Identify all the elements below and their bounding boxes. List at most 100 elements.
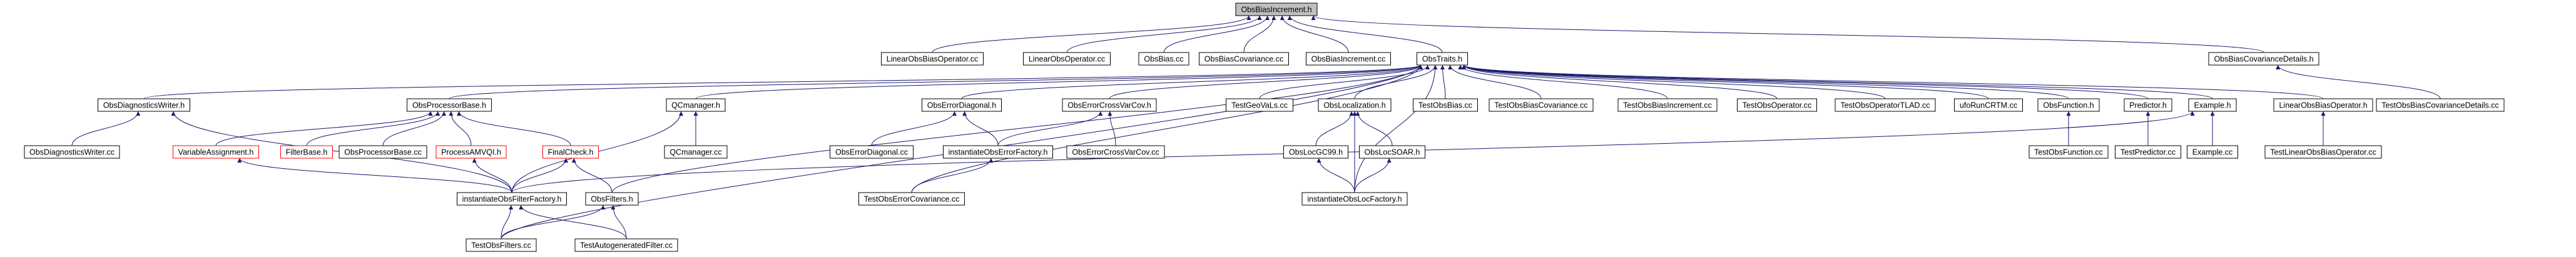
graph-node-obsBiasCovarianceCc[interactable]: ObsBiasCovariance.cc: [1199, 52, 1289, 66]
graph-node-testObsBiasCovarianceCc[interactable]: TestObsBiasCovariance.cc: [1489, 98, 1594, 112]
graph-node-obsErrorCrossVarCovH[interactable]: ObsErrorCrossVarCov.h: [1062, 98, 1157, 112]
graph-node-obsErrorDiagonalH[interactable]: ObsErrorDiagonal.h: [922, 98, 1002, 112]
node-box: [466, 238, 537, 252]
graph-node-testPredictorCc[interactable]: TestPredictor.cc: [2115, 145, 2181, 159]
edge-obsTraitsH-to-linearObsBiasOperatorH: [1462, 64, 2324, 99]
graph-node-obsTraitsH[interactable]: ObsTraits.h: [1417, 52, 1468, 66]
node-label: ObsDiagnosticsWriter.cc: [29, 148, 115, 157]
node-label: ObsErrorDiagonal.h: [927, 101, 997, 110]
graph-node-qcManagerCc[interactable]: QCmanager.cc: [664, 145, 728, 159]
graph-node-root[interactable]: ObsBiasIncrement.h: [1235, 3, 1318, 16]
edge-root-to-obsBiasCovarianceCc: [1243, 15, 1276, 53]
graph-node-obsProcessorBaseCc[interactable]: ObsProcessorBase.cc: [339, 145, 427, 159]
graph-node-linearObsBiasOperatorCc[interactable]: LinearObsBiasOperator.cc: [881, 52, 984, 66]
node-box: [2029, 145, 2109, 159]
graph-node-obsDiagWriterH[interactable]: ObsDiagnosticsWriter.h: [98, 98, 190, 112]
graph-node-testAutogeneratedFilterCc[interactable]: TestAutogeneratedFilter.cc: [574, 238, 678, 252]
graph-node-exampleCc[interactable]: Example.cc: [2187, 145, 2238, 159]
graph-node-obsDiagWriterCc[interactable]: ObsDiagnosticsWriter.cc: [24, 145, 120, 159]
graph-node-testObsFiltersCc[interactable]: TestObsFilters.cc: [466, 238, 537, 252]
graph-node-instObsLocFactoryH[interactable]: instantiateObsLocFactory.h: [1301, 192, 1408, 206]
graph-node-variableAssignmentH: VariableAssignment.h: [173, 145, 259, 159]
graph-node-obsLocalizationH[interactable]: ObsLocalization.h: [1318, 98, 1392, 112]
node-box: [1954, 98, 2023, 112]
node-label: TestObsFilters.cc: [471, 241, 531, 250]
graph-node-obsFunctionH[interactable]: ObsFunction.h: [2037, 98, 2100, 112]
graph-node-finalCheckH: FinalCheck.h: [542, 145, 599, 159]
edge-obsTraitsH-to-testObsOperatorTladCc: [1462, 64, 1886, 99]
graph-node-testObsErrorCovarianceCc[interactable]: TestObsErrorCovariance.cc: [858, 192, 965, 206]
graph-node-testGeoVaLsCc[interactable]: TestGeoVaLs.cc: [1226, 98, 1293, 112]
edge-obsTraitsH-to-testObsErrorCovarianceCc: [911, 64, 1423, 193]
node-box: [2124, 98, 2172, 112]
edge-obsProcessorBaseH-to-variableAssignmentH: [215, 111, 433, 146]
graph-node-instObsFilterFactoryH[interactable]: instantiateObsFilterFactory.h: [457, 192, 567, 206]
node-label: TestAutogeneratedFilter.cc: [580, 241, 673, 250]
edge-obsTraitsH-to-ufoRunCrtmCc: [1462, 64, 1989, 99]
node-box: [457, 192, 567, 206]
edge-finalCheckH-to-instObsFilterFactoryH: [511, 158, 568, 193]
graph-node-qcManagerH[interactable]: QCmanager.h: [666, 98, 726, 112]
graph-node-instObsErrorFactoryH[interactable]: instantiateObsErrorFactory.h: [943, 145, 1053, 159]
edge-obsErrorDiagonalH-to-obsErrorDiagonalCc: [871, 111, 957, 146]
node-label: instantiateObsLocFactory.h: [1307, 195, 1402, 204]
node-label: ObsLocalization.h: [1323, 101, 1385, 110]
edge-obsLocSoarH-to-instObsLocFactoryH: [1354, 158, 1392, 193]
graph-node-exampleH[interactable]: Example.h: [2188, 98, 2237, 112]
graph-node-testObsBiasCovDetailsCc[interactable]: TestObsBiasCovarianceDetails.cc: [2376, 98, 2505, 112]
edge-obsTraitsH-to-obsFunctionH: [1462, 64, 2069, 99]
graph-node-testObsBiasCc[interactable]: TestObsBias.cc: [1413, 98, 1478, 112]
node-label: LinearObsBiasOperator.cc: [887, 55, 979, 64]
node-box: [1235, 3, 1318, 16]
edge-obsTraitsH-to-obsProcessorBaseH: [449, 64, 1423, 99]
node-box: [922, 98, 1002, 112]
graph-node-predictorH[interactable]: Predictor.h: [2124, 98, 2172, 112]
node-label: ObsLocSOAR.h: [1365, 148, 1420, 157]
graph-node-testObsFunctionCc[interactable]: TestObsFunction.cc: [2029, 145, 2109, 159]
edge-obsTraitsH-to-obsDiagWriterH: [143, 64, 1423, 99]
edge-obsTraitsH-to-instObsLocFactoryH: [1354, 64, 1438, 193]
graph-node-obsProcessorBaseH[interactable]: ObsProcessorBase.h: [407, 98, 492, 112]
graph-node-testObsOperatorCc[interactable]: TestObsOperator.cc: [1737, 98, 1817, 112]
edge-obsFiltersH-to-testAutogeneratedFilterCc: [611, 204, 627, 239]
edge-obsTraitsH-to-testGeoVaLsCc: [1259, 64, 1430, 99]
graph-node-obsLocSoarH[interactable]: ObsLocSOAR.h: [1359, 145, 1425, 159]
graph-node-linearObsBiasOperatorH[interactable]: LinearObsBiasOperator.h: [2273, 98, 2373, 112]
edge-obsTraitsH-to-obsErrorDiagonalH: [961, 64, 1423, 99]
node-box: [1737, 98, 1817, 112]
graph-node-obsBiasIncrementCc[interactable]: ObsBiasIncrement.cc: [1306, 52, 1391, 66]
node-label: TestObsErrorCovariance.cc: [864, 195, 960, 204]
edge-layer: [71, 15, 2441, 239]
edge-obsErrorCrossVarCovH-to-obsErrorCrossVarCovCc: [1107, 111, 1116, 146]
graph-node-testObsBiasIncrementCc[interactable]: TestObsBiasIncrement.cc: [1617, 98, 1718, 112]
edge-obsTraitsH-to-testObsOperatorCc: [1462, 64, 1778, 99]
graph-node-obsErrorDiagonalCc[interactable]: ObsErrorDiagonal.cc: [830, 145, 914, 159]
node-box: [2208, 52, 2319, 66]
node-label: TestObsBiasCovarianceDetails.cc: [2381, 101, 2499, 110]
node-label: instantiateObsErrorFactory.h: [949, 148, 1048, 157]
node-box: [2188, 98, 2237, 112]
node-box: [1417, 52, 1468, 66]
edge-root-to-obsBiasIncrementCc: [1280, 15, 1349, 53]
edge-processAmvQiH-to-instObsFilterFactoryH: [472, 158, 512, 193]
graph-node-obsBiasCc[interactable]: ObsBias.cc: [1138, 52, 1189, 66]
node-box: [173, 145, 259, 159]
node-box: [2037, 98, 2100, 112]
graph-node-obsBiasCovDetailsH[interactable]: ObsBiasCovarianceDetails.h: [2208, 52, 2319, 66]
graph-node-linearObsOperatorCc[interactable]: LinearObsOperator.cc: [1023, 52, 1111, 66]
edge-obsProcessorBaseH-to-filterBaseH: [306, 111, 440, 146]
node-box: [98, 98, 190, 112]
graph-node-obsLocGc99H[interactable]: ObsLocGC99.h: [1283, 145, 1348, 159]
graph-node-ufoRunCrtmCc[interactable]: ufoRunCRTM.cc: [1954, 98, 2023, 112]
graph-node-testLinearObsBiasOperatorCc[interactable]: TestLinearObsBiasOperator.cc: [2264, 145, 2382, 159]
node-label: ObsFunction.h: [2043, 101, 2094, 110]
node-label: TestObsBias.cc: [1418, 101, 1472, 110]
graph-node-testObsOperatorTladCc[interactable]: TestObsOperatorTLAD.cc: [1835, 98, 1936, 112]
node-box: [1199, 52, 1289, 66]
graph-node-obsFiltersH[interactable]: ObsFilters.h: [585, 192, 639, 206]
edge-obsFiltersH-to-testObsFiltersCc: [501, 204, 606, 239]
node-box: [1062, 98, 1157, 112]
graph-node-obsErrorCrossVarCovCc[interactable]: ObsErrorCrossVarCov.cc: [1066, 145, 1165, 159]
node-label: FinalCheck.h: [548, 148, 594, 157]
